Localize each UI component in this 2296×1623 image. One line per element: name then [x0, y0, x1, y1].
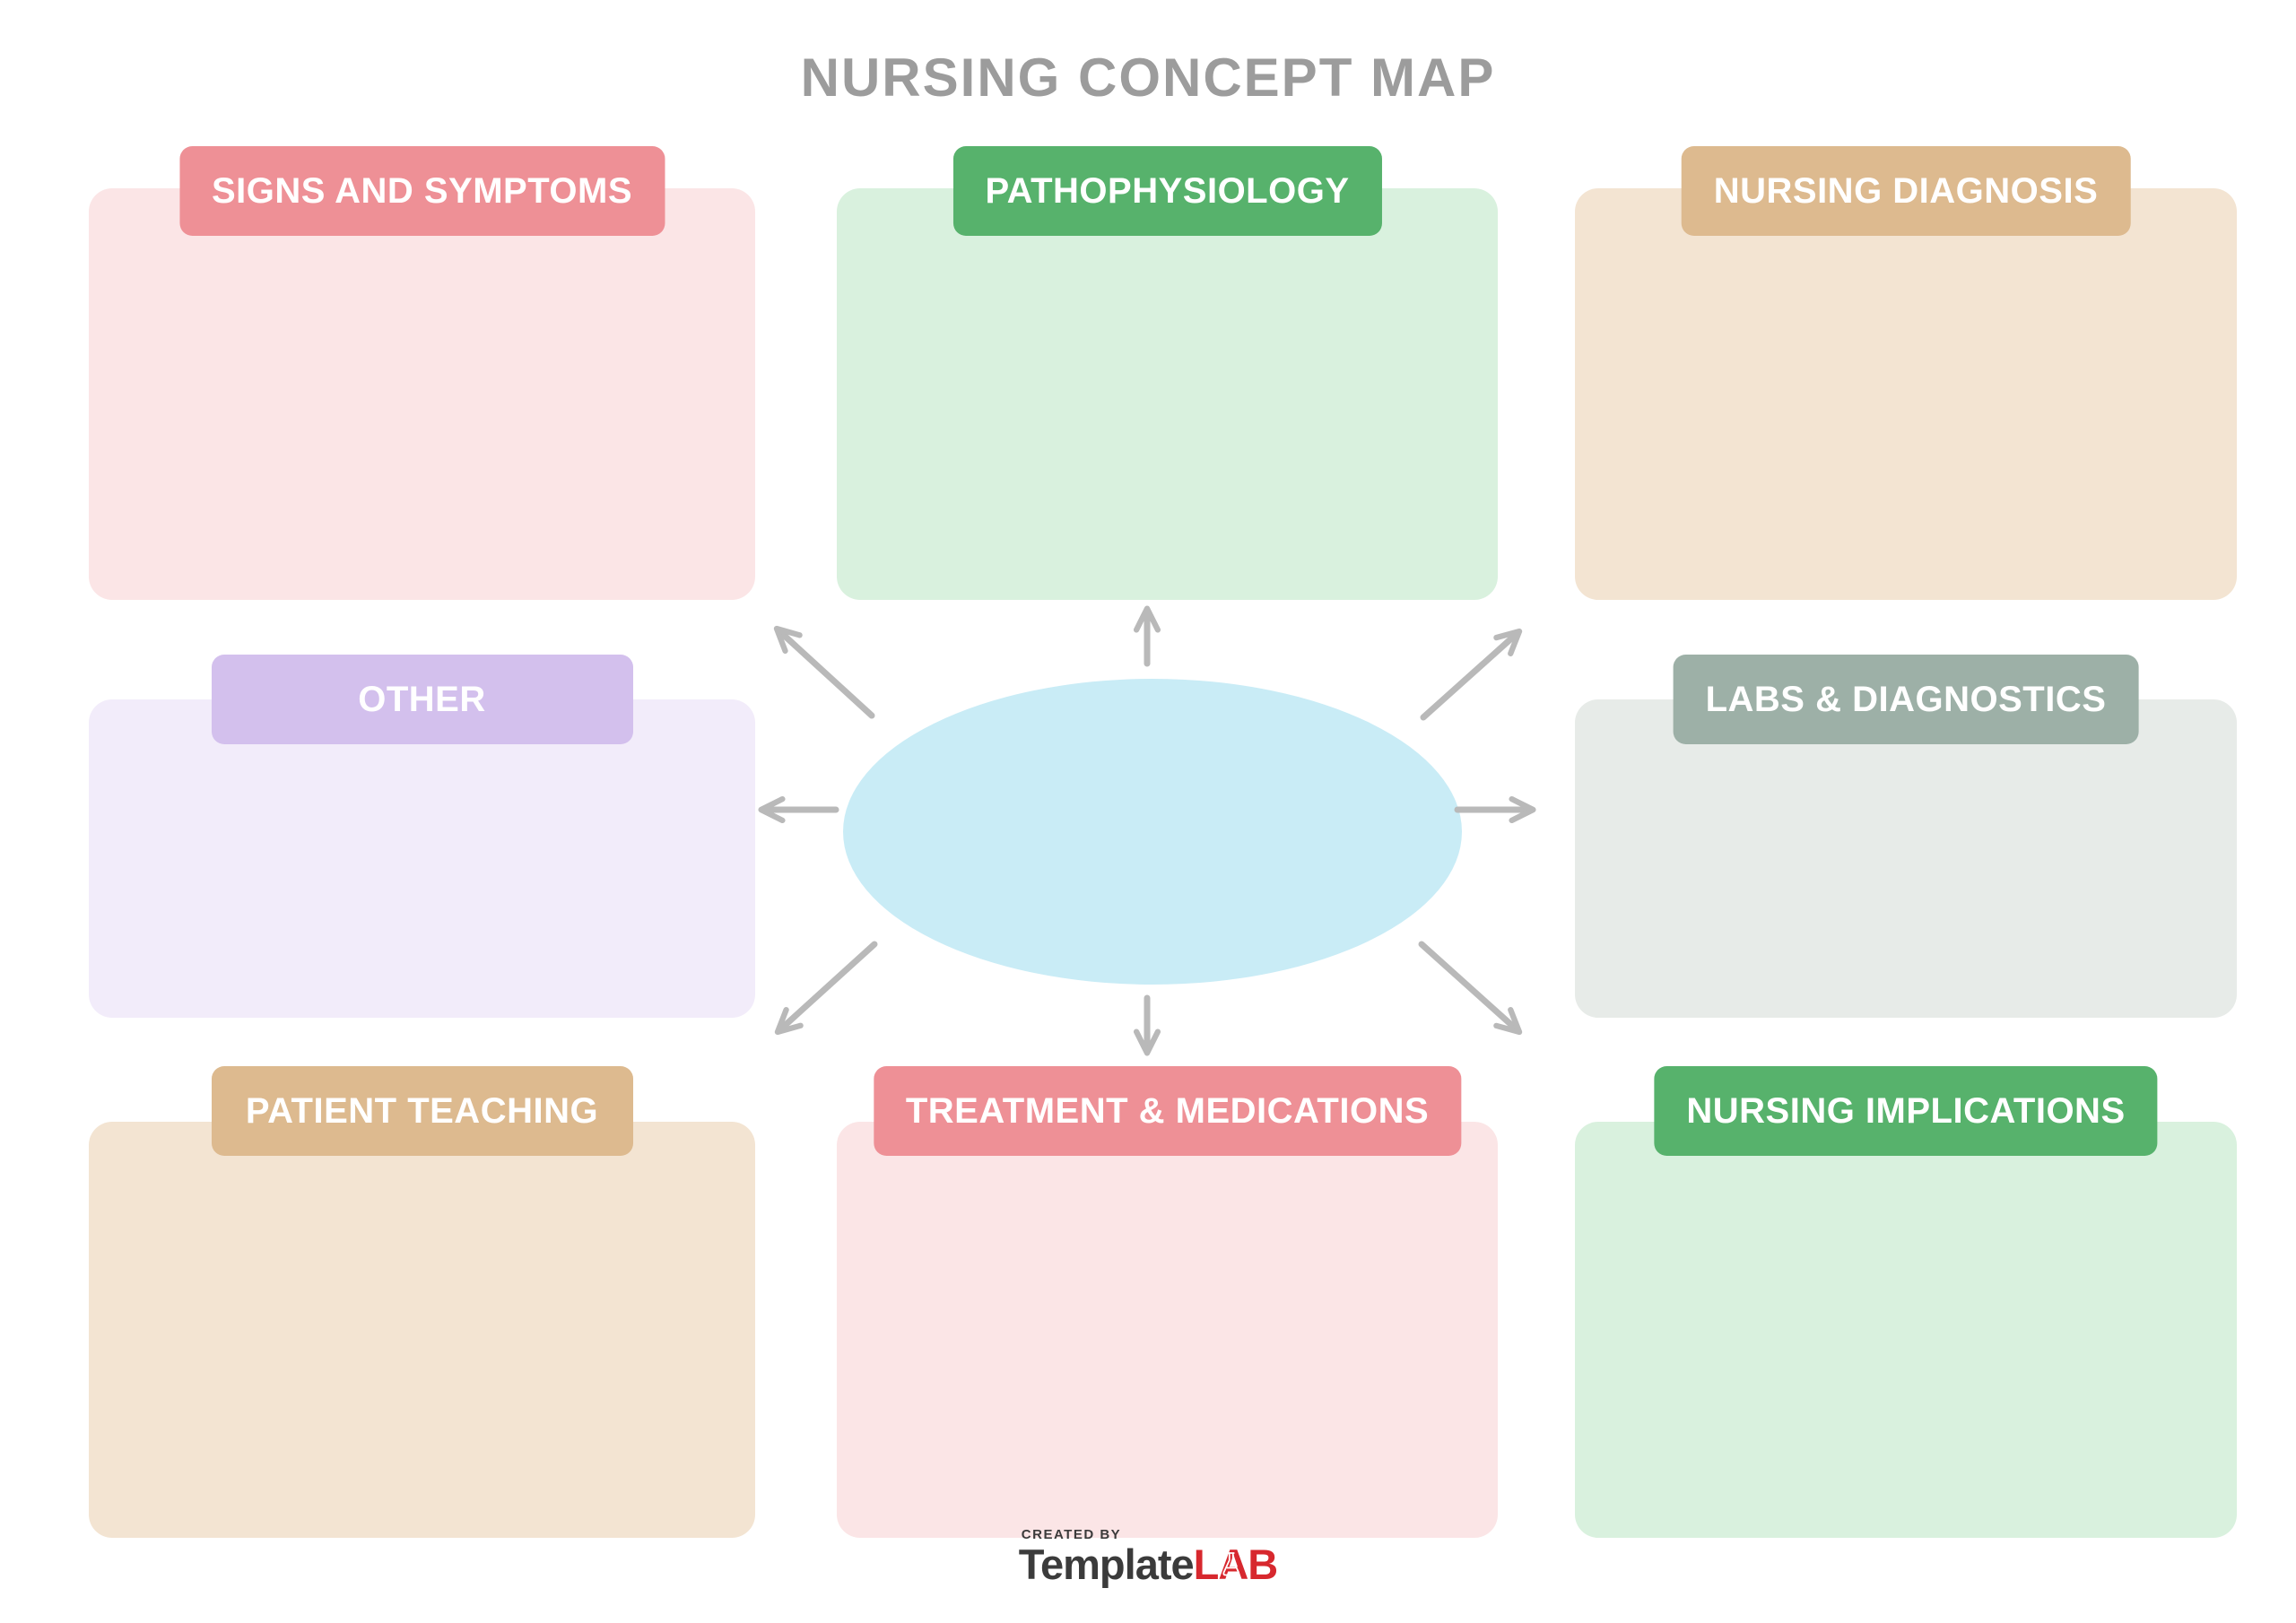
brand-lab-text: LAB — [1193, 1541, 1279, 1588]
card-label: SIGNS AND SYMPTOMS — [211, 170, 633, 211]
templatelab-logo: CREATED BY TemplateLAB — [1018, 1527, 1279, 1588]
card-body-other — [89, 699, 755, 1018]
card-label: PATIENT TEACHING — [245, 1090, 599, 1131]
card-body-nursing-implications — [1575, 1122, 2237, 1538]
card-nursing-implications: NURSING IMPLICATIONS — [1575, 1066, 2237, 1538]
card-signs-and-symptoms: SIGNS AND SYMPTOMS — [89, 146, 755, 600]
card-label: PATHOPHYSIOLOGY — [985, 170, 1350, 211]
card-header-pathophysiology: PATHOPHYSIOLOGY — [952, 146, 1382, 236]
card-body-signs-and-symptoms — [89, 188, 755, 600]
card-treatment-and-medications: TREATMENT & MEDICATIONS — [837, 1066, 1498, 1538]
card-header-nursing-diagnosis: NURSING DIAGNOSIS — [1681, 146, 2131, 236]
page-title: NURSING CONCEPT MAP — [800, 48, 1496, 108]
card-label: NURSING DIAGNOSIS — [1713, 170, 2099, 211]
arrow-north-west — [773, 625, 875, 719]
card-header-treatment-and-medications: TREATMENT & MEDICATIONS — [873, 1066, 1462, 1156]
brand-template-text: Template — [1018, 1541, 1195, 1588]
arrow-south-west — [774, 941, 878, 1036]
card-header-patient-teaching: PATIENT TEACHING — [211, 1066, 633, 1156]
card-body-treatment-and-medications — [837, 1122, 1498, 1538]
card-label: TREATMENT & MEDICATIONS — [905, 1090, 1430, 1131]
card-body-patient-teaching — [89, 1122, 755, 1538]
card-label: OTHER — [358, 679, 486, 719]
card-nursing-diagnosis: NURSING DIAGNOSIS — [1575, 146, 2237, 600]
card-header-nursing-implications: NURSING IMPLICATIONS — [1654, 1066, 2158, 1156]
card-patient-teaching: PATIENT TEACHING — [89, 1066, 755, 1538]
card-body-pathophysiology — [837, 188, 1498, 600]
brand-wordmark: TemplateLAB — [1018, 1541, 1279, 1588]
created-by-text: CREATED BY — [1021, 1527, 1122, 1542]
card-other: OTHER — [89, 655, 755, 1018]
card-labs-and-diagnostics: LABS & DIAGNOSTICS — [1575, 655, 2237, 1018]
arrow-north-east — [1420, 628, 1523, 721]
card-body-labs-and-diagnostics — [1575, 699, 2237, 1018]
card-label: NURSING IMPLICATIONS — [1686, 1090, 2126, 1131]
card-header-signs-and-symptoms: SIGNS AND SYMPTOMS — [178, 146, 665, 236]
arrow-south-east — [1418, 941, 1523, 1036]
card-body-nursing-diagnosis — [1575, 188, 2237, 600]
card-label: LABS & DIAGNOSTICS — [1705, 679, 2107, 719]
card-header-other: OTHER — [211, 655, 633, 744]
card-pathophysiology: PATHOPHYSIOLOGY — [837, 146, 1498, 600]
card-header-labs-and-diagnostics: LABS & DIAGNOSTICS — [1673, 655, 2139, 744]
center-topic-ellipse — [843, 679, 1462, 985]
